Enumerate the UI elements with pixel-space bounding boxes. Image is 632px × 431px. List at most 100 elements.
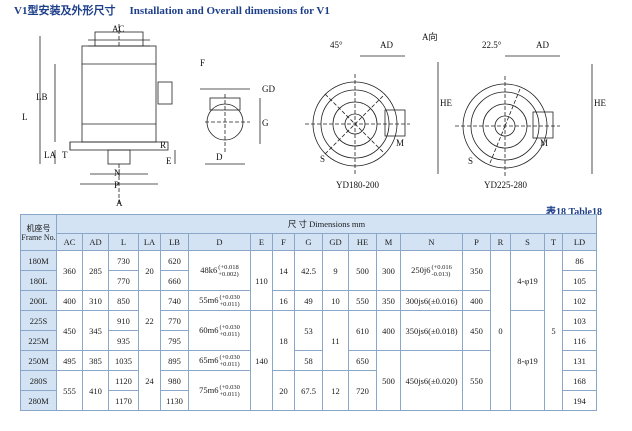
cell-m: 400	[376, 310, 401, 351]
cell-l: 935	[108, 330, 139, 351]
cell-n: 450js6(±0.020)	[400, 350, 463, 411]
d-upper-tol: (+0.030	[219, 383, 240, 391]
heading-english: Installation and Overall dimensions for …	[129, 5, 330, 17]
cell-ad: 310	[82, 290, 109, 311]
frame-cell: 225M	[20, 330, 57, 351]
d-upper-tol: (+0.030	[219, 353, 240, 361]
d-base: 55m6	[199, 294, 219, 305]
table-row: 180L 770 660 105	[20, 270, 598, 291]
label-s-1: S	[320, 154, 326, 164]
d-lower-tol: +0.002)	[218, 270, 239, 278]
n-base: 450js6	[405, 375, 429, 386]
cell-la: 20	[138, 250, 161, 291]
dimensions-table: 机座号 Frame No. 尺 寸 Dimensions mm AC AD L …	[20, 214, 598, 411]
col-header-he: HE	[348, 233, 377, 251]
d-upper-tol: (+0.030	[219, 323, 240, 331]
cell-m: 350	[376, 290, 401, 311]
cell-he: 720	[348, 370, 377, 411]
label-ac: AC	[112, 24, 125, 34]
d-base: 60m6	[199, 324, 219, 335]
cell-t: 5	[544, 250, 563, 411]
n-upper-tol: (+0.016	[431, 263, 452, 271]
cell-d: 55m6(+0.030+0.011)	[188, 290, 251, 311]
cell-n: 250j6(+0.016-0.013)	[400, 250, 463, 291]
cell-gd: 11	[322, 310, 349, 371]
cell-f: 16	[272, 290, 295, 311]
label-a-marker: A	[116, 198, 123, 208]
shaft-end-drawing	[200, 88, 261, 165]
col-header-lb: LB	[160, 233, 189, 251]
table-row: 280M 1170 1130 194	[20, 390, 598, 411]
col-header-r: R	[490, 233, 511, 251]
cell-lb: 980	[160, 370, 189, 391]
cell-gd: 9	[322, 250, 349, 291]
cell-n: 350js6(±0.018)	[400, 310, 463, 351]
label-gd: GD	[262, 84, 275, 94]
cell-ac: 360	[56, 250, 83, 291]
table-row: 225S 450 345 910 770 60m6(+0.030+0.011) …	[20, 310, 598, 411]
cell-d: 60m6(+0.030+0.011)	[188, 310, 251, 351]
col-header-s: S	[510, 233, 545, 251]
cell-ld: 131	[561, 350, 598, 371]
col-header-e: E	[250, 233, 273, 251]
cell-l: 850	[108, 290, 139, 311]
cell-ld: 105	[561, 270, 598, 291]
cell-g: 58	[294, 350, 323, 371]
cell-d: 65m6(+0.030+0.011)	[188, 350, 251, 371]
heading-chinese: V1型安装及外形尺寸	[14, 5, 116, 17]
cell-n: 300js6(±0.016)	[400, 290, 463, 311]
caption-yd180-200: YD180-200	[336, 180, 379, 190]
col-header-l: L	[108, 233, 139, 251]
frame-cell: 280M	[20, 390, 57, 411]
cell-ld: 102	[561, 290, 598, 311]
cell-g: 67.5	[294, 370, 323, 411]
cell-lb: 620	[160, 250, 189, 271]
cell-g: 49	[294, 290, 323, 311]
cell-ld: 168	[561, 370, 598, 391]
cell-e: 110	[250, 250, 273, 311]
n-base: 250j6	[411, 264, 431, 275]
caption-yd225-280: YD225-280	[484, 180, 527, 190]
frame-cell: 180M	[20, 250, 57, 271]
col-header-d: D	[188, 233, 251, 251]
cell-l: 1170	[108, 390, 139, 411]
label-p: P	[114, 180, 120, 190]
cell-ld: 116	[561, 330, 598, 351]
cell-la: 22	[138, 290, 161, 351]
label-ad-1: AD	[380, 40, 393, 50]
label-m-2: M	[540, 138, 549, 148]
frame-cell: 280S	[20, 370, 57, 391]
cell-ac: 495	[56, 350, 83, 371]
d-base: 48k6	[200, 264, 218, 275]
cell-he: 610	[348, 310, 377, 351]
cell-d: 75m6(+0.030+0.011)	[188, 370, 251, 411]
cell-m: 300	[376, 250, 401, 291]
cell-p: 450	[462, 310, 491, 351]
cell-l: 1120	[108, 370, 139, 391]
n-lower-tol: -0.013)	[431, 270, 451, 278]
cell-ad: 385	[82, 350, 109, 371]
col-header-ld: LD	[561, 233, 598, 251]
col-header-t: T	[544, 233, 563, 251]
col-header-g: G	[294, 233, 323, 251]
cell-s: 4-φ19	[510, 250, 545, 311]
cell-d: 48k6(+0.018+0.002)	[188, 250, 251, 291]
cell-l: 730	[108, 250, 139, 271]
label-s-2: S	[468, 156, 474, 166]
label-lb: LB	[36, 92, 48, 102]
cell-lb: 1130	[160, 390, 189, 411]
cell-s: 8-φ19	[510, 310, 545, 411]
d-base: 65m6	[199, 354, 219, 365]
label-m-1: M	[396, 138, 405, 148]
d-lower-tol: +0.011)	[219, 390, 240, 398]
label-e: E	[166, 156, 172, 166]
cell-he: 650	[348, 350, 377, 371]
n-tolerance: (±0.020)	[428, 375, 458, 386]
frame-cell: 180L	[20, 270, 57, 291]
cell-r: 0	[490, 250, 511, 411]
d-lower-tol: +0.011)	[219, 300, 240, 308]
frame-cell: 225S	[20, 310, 57, 331]
col-header-p: P	[462, 233, 491, 251]
frame-header-en: Frame No.	[21, 232, 56, 242]
col-header-gd: GD	[322, 233, 349, 251]
